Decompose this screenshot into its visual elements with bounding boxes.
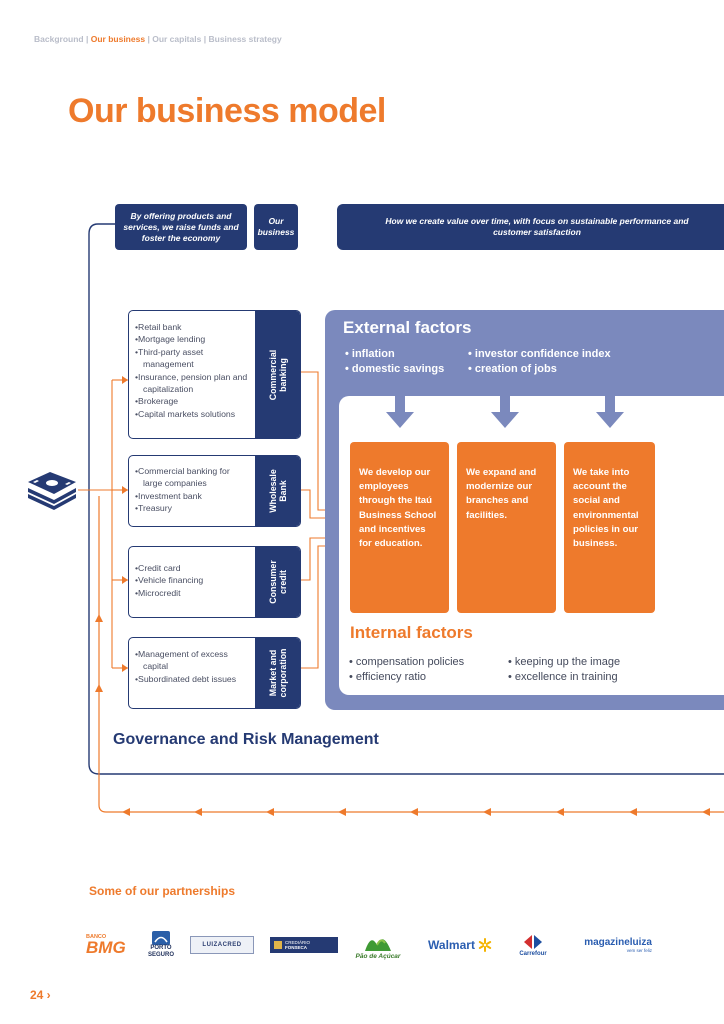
segment-product: Management of excess capital xyxy=(135,648,248,673)
segment-tab: Market and corporation xyxy=(255,638,300,708)
value-creation-box: How we create value over time, with focu… xyxy=(337,204,724,250)
down-arrow-icon xyxy=(491,396,519,428)
external-factor: • creation of jobs xyxy=(468,363,557,375)
pao-de-acucar-logo: Pão de Açúcar xyxy=(352,925,404,965)
breadcrumb-business-strategy[interactable]: Business strategy xyxy=(208,34,282,44)
luizacred-logo: LUIZACRED xyxy=(190,925,254,965)
segment-tab: Commercial banking xyxy=(255,311,300,438)
breadcrumb-our-capitals[interactable]: Our capitals xyxy=(152,34,202,44)
segment-product: Treasury xyxy=(135,502,248,514)
porto-seguro-emblem-icon xyxy=(152,931,170,945)
segment-market-and-corporation: Management of excess capital Subordinate… xyxy=(128,637,301,709)
segment-product: Microcredit xyxy=(135,587,248,599)
our-business-box: Our business xyxy=(254,204,298,250)
external-factor: • inflation xyxy=(345,348,395,360)
fonseca-text: CREDIÁRIO xyxy=(285,940,311,945)
feedback-arrow-up xyxy=(95,684,103,692)
segment-product: Subordinated debt issues xyxy=(135,673,248,685)
bmg-logo: BANCO BMG xyxy=(86,925,134,965)
segment-commercial-banking: Retail bank Mortgage lending Third-party… xyxy=(128,310,301,439)
down-arrow-icon xyxy=(386,396,414,428)
external-factor: • investor confidence index xyxy=(468,348,611,360)
breadcrumb-background[interactable]: Background xyxy=(34,34,84,44)
segment-products: Management of excess capital Subordinate… xyxy=(135,648,248,685)
walmart-text: Walmart xyxy=(428,938,475,952)
crediario-fonseca-logo: CREDIÁRIO FONSECA xyxy=(270,925,338,965)
money-connectors xyxy=(78,379,128,669)
segment-product: Mortgage lending xyxy=(135,333,248,345)
porto-seguro-text: PORTO xyxy=(150,945,172,951)
segment-tab: Wholesale Bank xyxy=(255,456,300,526)
internal-factor: • compensation policies xyxy=(349,656,465,668)
segment-product: Investment bank xyxy=(135,490,248,502)
carrefour-emblem-icon xyxy=(524,935,542,949)
initiative-box: We develop our employees through the Ita… xyxy=(350,442,449,613)
segment-product: Vehicle financing xyxy=(135,574,248,586)
initiative-box: We take into account the social and envi… xyxy=(564,442,655,613)
walmart-spark-icon xyxy=(478,938,492,952)
luizacred-text: LUIZACRED xyxy=(202,942,242,948)
feedback-arrow-up xyxy=(95,614,103,622)
external-factors-title: External factors xyxy=(343,318,472,337)
bmg-logo-small: BANCO xyxy=(86,934,107,940)
segment-product: Capital markets solutions xyxy=(135,408,248,420)
segment-label: Market and corporation xyxy=(267,648,288,698)
walmart-logo: Walmart xyxy=(424,925,496,965)
feedback-loop xyxy=(98,496,724,813)
segment-products: Retail bank Mortgage lending Third-party… xyxy=(135,321,248,420)
page-title: Our business model xyxy=(68,92,386,130)
fonseca-text: FONSECA xyxy=(285,945,308,950)
breadcrumb: Background | Our business | Our capitals… xyxy=(34,34,282,44)
money-connector-arrows xyxy=(122,376,128,672)
porto-seguro-text: SEGURO xyxy=(147,952,174,958)
pao-de-acucar-text: Pão de Açúcar xyxy=(355,952,401,960)
internal-factor: • keeping up the image xyxy=(508,656,621,668)
internal-factor: • efficiency ratio xyxy=(349,671,427,683)
breadcrumb-separator: | xyxy=(203,34,207,44)
breadcrumb-separator: | xyxy=(147,34,150,44)
segment-product: Commercial banking for large companies xyxy=(135,465,248,490)
feedback-arrows-left xyxy=(122,808,710,816)
segment-product: Credit card xyxy=(135,562,248,574)
segment-label: Consumer credit xyxy=(267,560,288,604)
magazine-luiza-tagline: vem ser feliz xyxy=(626,948,652,953)
porto-seguro-logo: PORTO SEGURO xyxy=(146,925,176,965)
breadcrumb-our-business[interactable]: Our business xyxy=(90,34,146,44)
segment-consumer-credit: Credit card Vehicle financing Microcredi… xyxy=(128,546,301,618)
internal-factors-title: Internal factors xyxy=(350,623,473,642)
segment-product: Brokerage xyxy=(135,395,248,407)
governance-title: Governance and Risk Management xyxy=(113,731,379,748)
segment-product: Insurance, pension plan and capitalizati… xyxy=(135,371,248,396)
carrefour-text: Carrefour xyxy=(519,951,547,957)
segment-products: Commercial banking for large companies I… xyxy=(135,465,248,515)
segment-product: Retail bank xyxy=(135,321,248,333)
governance-frame xyxy=(88,223,724,775)
pao-de-acucar-emblem-icon xyxy=(365,938,391,951)
segment-product: Third-party asset management xyxy=(135,346,248,371)
money-stack-icon xyxy=(28,472,76,510)
magazine-luiza-text: magazineluiza xyxy=(584,937,652,948)
partnerships-title: Some of our partnerships xyxy=(89,884,236,898)
carrefour-logo: Carrefour xyxy=(510,925,556,965)
down-arrow-icon xyxy=(596,396,624,428)
initiative-box: We expand and modernize our branches and… xyxy=(457,442,556,613)
bmg-logo-text: BMG xyxy=(86,938,126,957)
segment-label: Wholesale Bank xyxy=(267,469,288,513)
segment-wholesale-bank: Commercial banking for large companies I… xyxy=(128,455,301,527)
internal-factor: • excellence in training xyxy=(508,671,618,683)
offering-box: By offering products and services, we ra… xyxy=(115,204,247,250)
external-factor: • domestic savings xyxy=(345,363,445,375)
segment-tab: Consumer credit xyxy=(255,547,300,617)
segment-label: Commercial banking xyxy=(267,349,288,400)
breadcrumb-separator: | xyxy=(85,34,89,44)
fonseca-emblem-icon xyxy=(274,941,282,949)
page-number: 24 › xyxy=(30,988,51,1002)
segment-products: Credit card Vehicle financing Microcredi… xyxy=(135,562,248,599)
magazine-luiza-logo: magazineluiza vem ser feliz xyxy=(570,925,652,965)
